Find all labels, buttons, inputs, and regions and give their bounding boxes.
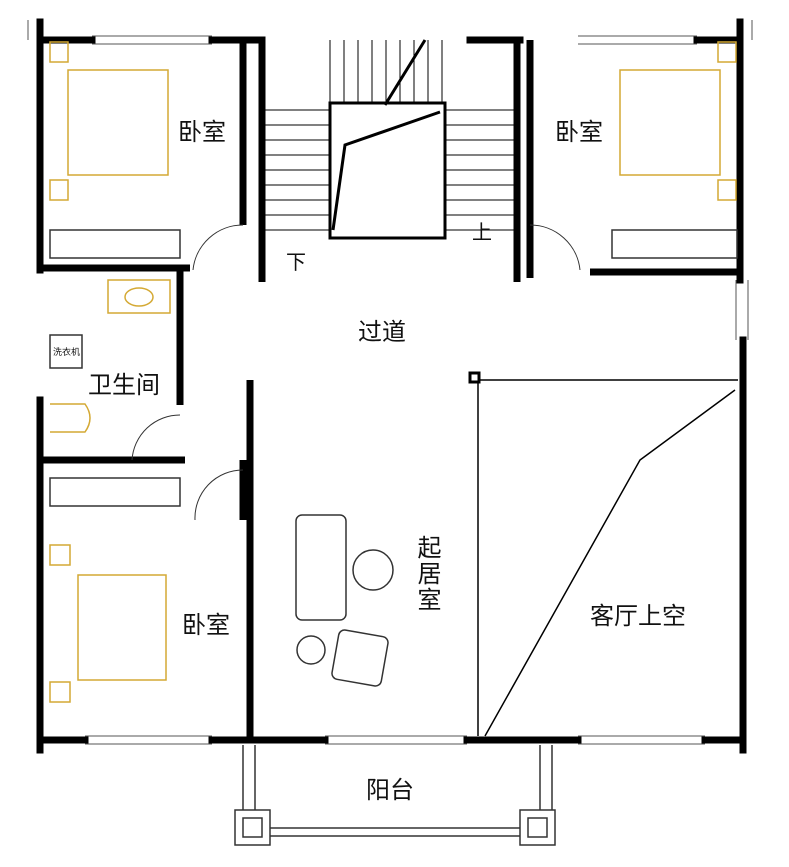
interior-walls	[40, 40, 740, 740]
void-area	[468, 371, 738, 737]
room-label-bathroom: 卫生间	[88, 371, 160, 399]
room-label-bedroom-bottom-left: 卧室	[182, 611, 230, 639]
room-label-balcony: 阳台	[366, 776, 414, 804]
window-lines	[27, 20, 753, 745]
doors	[131, 224, 581, 521]
stair-up-label: 上	[472, 220, 492, 244]
room-label-living-room: 起居室	[413, 535, 441, 613]
room-label-bedroom-top-left: 卧室	[178, 118, 226, 146]
room-label-corridor: 过道	[358, 318, 406, 346]
room-label-bedroom-top-right: 卧室	[555, 118, 603, 146]
bed-top-right	[611, 41, 738, 259]
washing-machine-label: 洗衣机	[53, 348, 81, 358]
stair-steps	[262, 40, 517, 231]
room-label-void: 客厅上空	[590, 602, 686, 630]
bed-bottom-left	[49, 477, 181, 703]
bathroom-fixtures	[49, 279, 171, 433]
balcony	[234, 745, 556, 846]
living-furniture	[295, 514, 394, 687]
stair-down-label: 下	[286, 250, 306, 274]
bed-top-left	[49, 41, 181, 259]
